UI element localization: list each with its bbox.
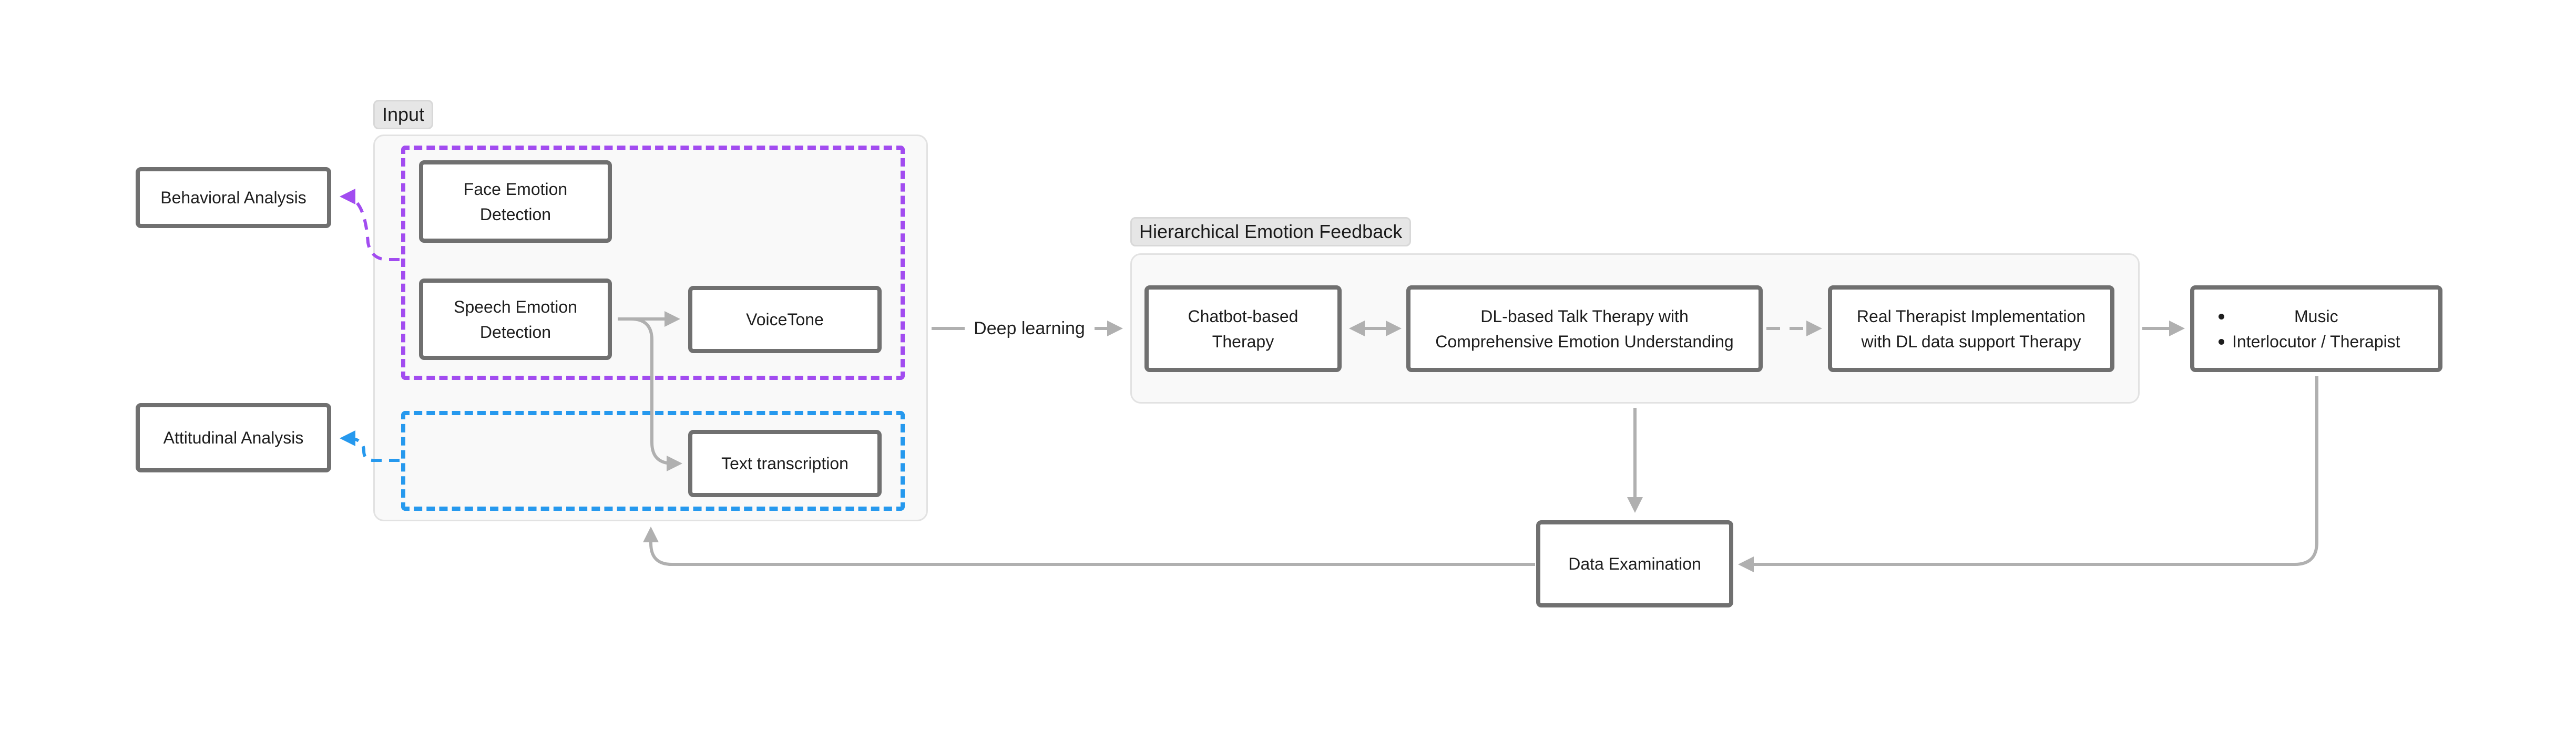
output-item-interlocutor: Interlocutor / Therapist (2216, 329, 2400, 354)
speech-emotion-detection-node: Speech Emotion Detection (419, 279, 612, 360)
output-item-music: Music (2216, 304, 2400, 329)
arrow-speech-to-transcription (618, 317, 682, 471)
face-emotion-label-line1: Face Emotion (463, 179, 568, 199)
face-emotion-detection-node: Face Emotion Detection (419, 160, 612, 243)
output-list: Music Interlocutor / Therapist (2216, 304, 2400, 354)
behavioral-analysis-label: Behavioral Analysis (160, 188, 306, 207)
dl-talk-label-line2: Comprehensive Emotion Understanding (1435, 332, 1734, 351)
data-examination-label: Data Examination (1568, 554, 1701, 573)
deep-learning-label: Deep learning (967, 315, 1091, 342)
real-therapist-label-line1: Real Therapist Implementation (1856, 306, 2086, 326)
behavioral-analysis-node: Behavioral Analysis (136, 167, 331, 228)
real-therapist-label-line2: with DL data support Therapy (1861, 332, 2081, 351)
text-transcription-node: Text transcription (688, 430, 882, 497)
speech-emotion-label-line1: Speech Emotion (454, 297, 577, 316)
arrow-attitudinal-feedback (340, 430, 400, 462)
face-emotion-label-line2: Detection (479, 204, 551, 224)
voicetone-node: VoiceTone (688, 286, 882, 353)
attitudinal-analysis-label: Attitudinal Analysis (163, 428, 304, 447)
chatbot-therapy-node: Chatbot-based Therapy (1144, 285, 1342, 372)
output-node: Music Interlocutor / Therapist (2190, 285, 2442, 372)
feedback-group-label: Hierarchical Emotion Feedback (1130, 217, 1412, 246)
input-group-label: Input (373, 100, 434, 129)
dl-talk-label-line1: DL-based Talk Therapy with (1480, 306, 1689, 326)
speech-emotion-label-line2: Detection (479, 322, 551, 342)
arrow-behavioral-feedback (340, 189, 400, 261)
arrow-data-examination-to-input (643, 527, 1535, 566)
chatbot-label-line1: Chatbot-based (1188, 306, 1299, 326)
real-therapist-node: Real Therapist Implementation with DL da… (1828, 285, 2114, 372)
data-examination-node: Data Examination (1536, 520, 1733, 607)
dl-talk-therapy-node: DL-based Talk Therapy with Comprehensive… (1406, 285, 1763, 372)
arrow-output-to-data-examination (1738, 376, 2318, 572)
voicetone-label: VoiceTone (746, 310, 824, 329)
attitudinal-analysis-node: Attitudinal Analysis (136, 403, 331, 472)
chatbot-label-line2: Therapy (1212, 332, 1274, 351)
text-transcription-label: Text transcription (721, 454, 849, 473)
